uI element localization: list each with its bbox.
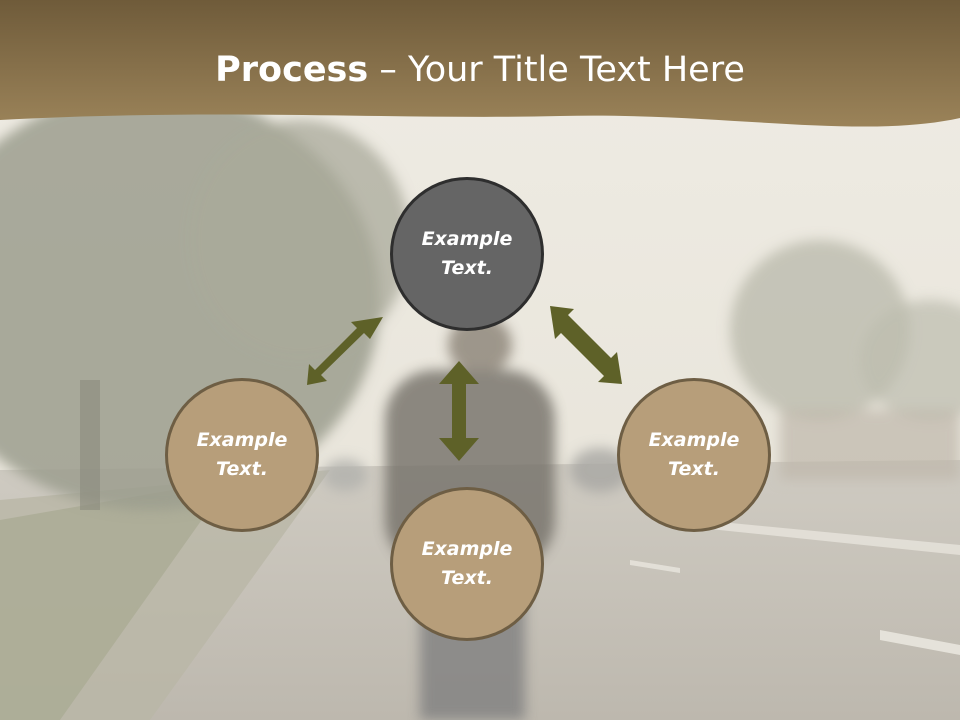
arrow-top-right: [550, 306, 622, 384]
node-line-2: Text.: [441, 567, 493, 589]
node-line-2: Text.: [668, 458, 720, 480]
arrow-top-left: [307, 317, 383, 385]
node-line-2: Text.: [441, 257, 493, 279]
arrow-vertical: [439, 361, 479, 461]
page-title: Process – Your Title Text Here: [0, 50, 960, 90]
node-line-1: Example: [648, 429, 740, 451]
node-line-2: Text.: [216, 458, 268, 480]
node-line-1: Example: [421, 228, 513, 250]
title-bold: Process: [215, 50, 369, 90]
title-rest: – Your Title Text Here: [368, 50, 745, 90]
node-line-1: Example: [421, 538, 513, 560]
node-line-1: Example: [196, 429, 288, 451]
connector-arrows: [307, 306, 622, 461]
